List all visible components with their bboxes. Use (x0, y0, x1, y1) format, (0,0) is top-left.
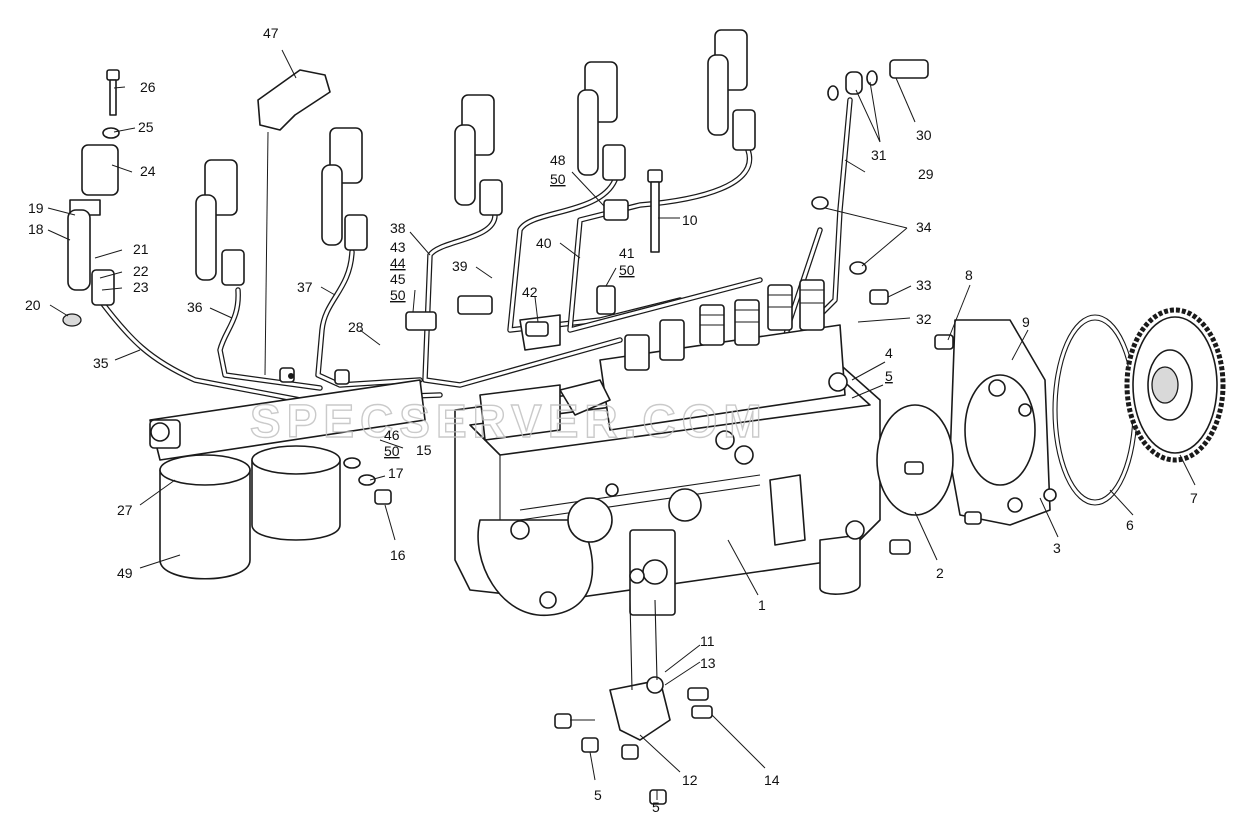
callout-50: 50 (619, 262, 635, 278)
callout-16: 16 (390, 547, 406, 563)
o-ring-seal (1052, 314, 1138, 506)
injector-6 (707, 29, 756, 151)
callout-29: 29 (918, 166, 934, 182)
callout-18: 18 (28, 221, 44, 237)
callout-14: 14 (764, 772, 780, 788)
injectors (62, 29, 756, 327)
callout-32: 32 (916, 311, 932, 327)
leader-lines (47, 49, 1196, 800)
callout-24: 24 (140, 163, 156, 179)
injector-5 (577, 61, 626, 181)
fasteners (279, 59, 982, 805)
callout-8: 8 (965, 267, 973, 283)
callout-6: 6 (1126, 517, 1134, 533)
injector-2 (195, 159, 245, 286)
callout-30: 30 (916, 127, 932, 143)
callout-22: 22 (133, 263, 149, 279)
callout-17: 17 (388, 465, 404, 481)
injector-4 (454, 94, 503, 216)
callout-44: 44 (390, 255, 406, 271)
callout-38: 38 (390, 220, 406, 236)
callout-10: 10 (682, 212, 698, 228)
callout-39: 39 (452, 258, 468, 274)
callout-3: 3 (1053, 540, 1061, 556)
callout-5: 5 (652, 799, 660, 815)
callout-7: 7 (1190, 490, 1198, 506)
washer-20 (62, 313, 82, 327)
callout-1: 1 (758, 597, 766, 613)
injector-1 (67, 144, 119, 306)
callout-50: 50 (550, 171, 566, 187)
callout-5: 5 (885, 368, 893, 384)
gasket-ring (876, 404, 954, 516)
callout-28: 28 (348, 319, 364, 335)
callout-25: 25 (138, 119, 154, 135)
callout-15: 15 (416, 442, 432, 458)
callout-27: 27 (117, 502, 133, 518)
callout-19: 19 (28, 200, 44, 216)
callout-21: 21 (133, 241, 149, 257)
callout-labels: 1 2 3 4 5 5 5 6 7 8 9 10 11 12 13 14 15 … (25, 25, 1198, 815)
callout-49: 49 (117, 565, 133, 581)
callout-23: 23 (133, 279, 149, 295)
callout-50: 50 (390, 287, 406, 303)
clamp-47 (257, 69, 331, 131)
callout-4: 4 (885, 345, 893, 361)
drive-gear (1124, 307, 1226, 463)
pump-plunger-elements (624, 279, 825, 371)
callout-42: 42 (522, 284, 538, 300)
callout-37: 37 (297, 279, 313, 295)
callout-46: 46 (384, 427, 400, 443)
callout-45: 45 (390, 271, 406, 287)
front-cover-plate (949, 319, 1057, 526)
callout-12: 12 (682, 772, 698, 788)
callout-34: 34 (916, 219, 932, 235)
callout-50: 50 (384, 443, 400, 459)
callout-41: 41 (619, 245, 635, 261)
callout-36: 36 (187, 299, 203, 315)
callout-20: 20 (25, 297, 41, 313)
callout-11: 11 (700, 633, 715, 649)
callout-2: 2 (936, 565, 944, 581)
callout-5: 5 (594, 787, 602, 803)
callout-33: 33 (916, 277, 932, 293)
mounting-bracket (609, 599, 671, 741)
watermark: SPECSERVER.COM (250, 395, 768, 447)
fuel-filter-assembly (149, 379, 426, 580)
callout-47: 47 (263, 25, 279, 41)
callout-48: 48 (550, 152, 566, 168)
callout-13: 13 (700, 655, 716, 671)
callout-26: 26 (140, 79, 156, 95)
callout-35: 35 (93, 355, 109, 371)
callout-43: 43 (390, 239, 406, 255)
callout-9: 9 (1022, 314, 1030, 330)
injection-pump-body (454, 314, 881, 616)
bolt-26 (102, 69, 120, 139)
injector-3 (321, 127, 368, 251)
callout-40: 40 (536, 235, 552, 251)
callout-31: 31 (871, 147, 887, 163)
pipe-clips (405, 199, 629, 337)
